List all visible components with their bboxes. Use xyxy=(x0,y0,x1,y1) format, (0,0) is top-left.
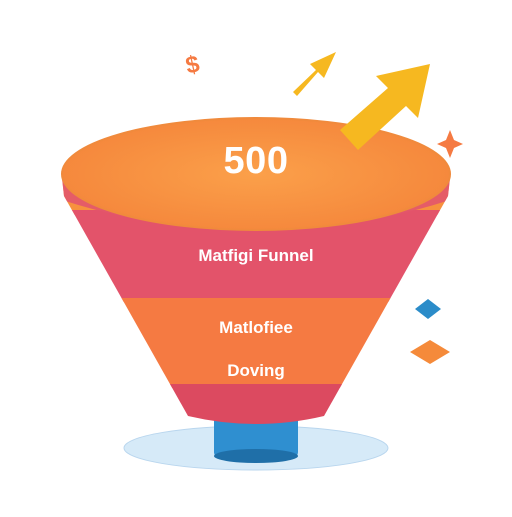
stage-label-2: Matlofiee xyxy=(219,318,293,337)
stage-label-3: Doving xyxy=(227,361,285,380)
dollar-sign-icon: $ xyxy=(183,50,202,79)
arrow-up-right-small-icon xyxy=(293,52,336,96)
svg-text:$: $ xyxy=(183,50,202,79)
funnel-top-rim xyxy=(62,118,450,230)
diamond-icon xyxy=(410,299,450,364)
sparkle-icon xyxy=(437,130,463,158)
arrow-up-right-icon xyxy=(340,64,430,150)
top-value: 500 xyxy=(223,140,289,182)
stage-label-1: Matfigi Funnel xyxy=(198,246,314,265)
